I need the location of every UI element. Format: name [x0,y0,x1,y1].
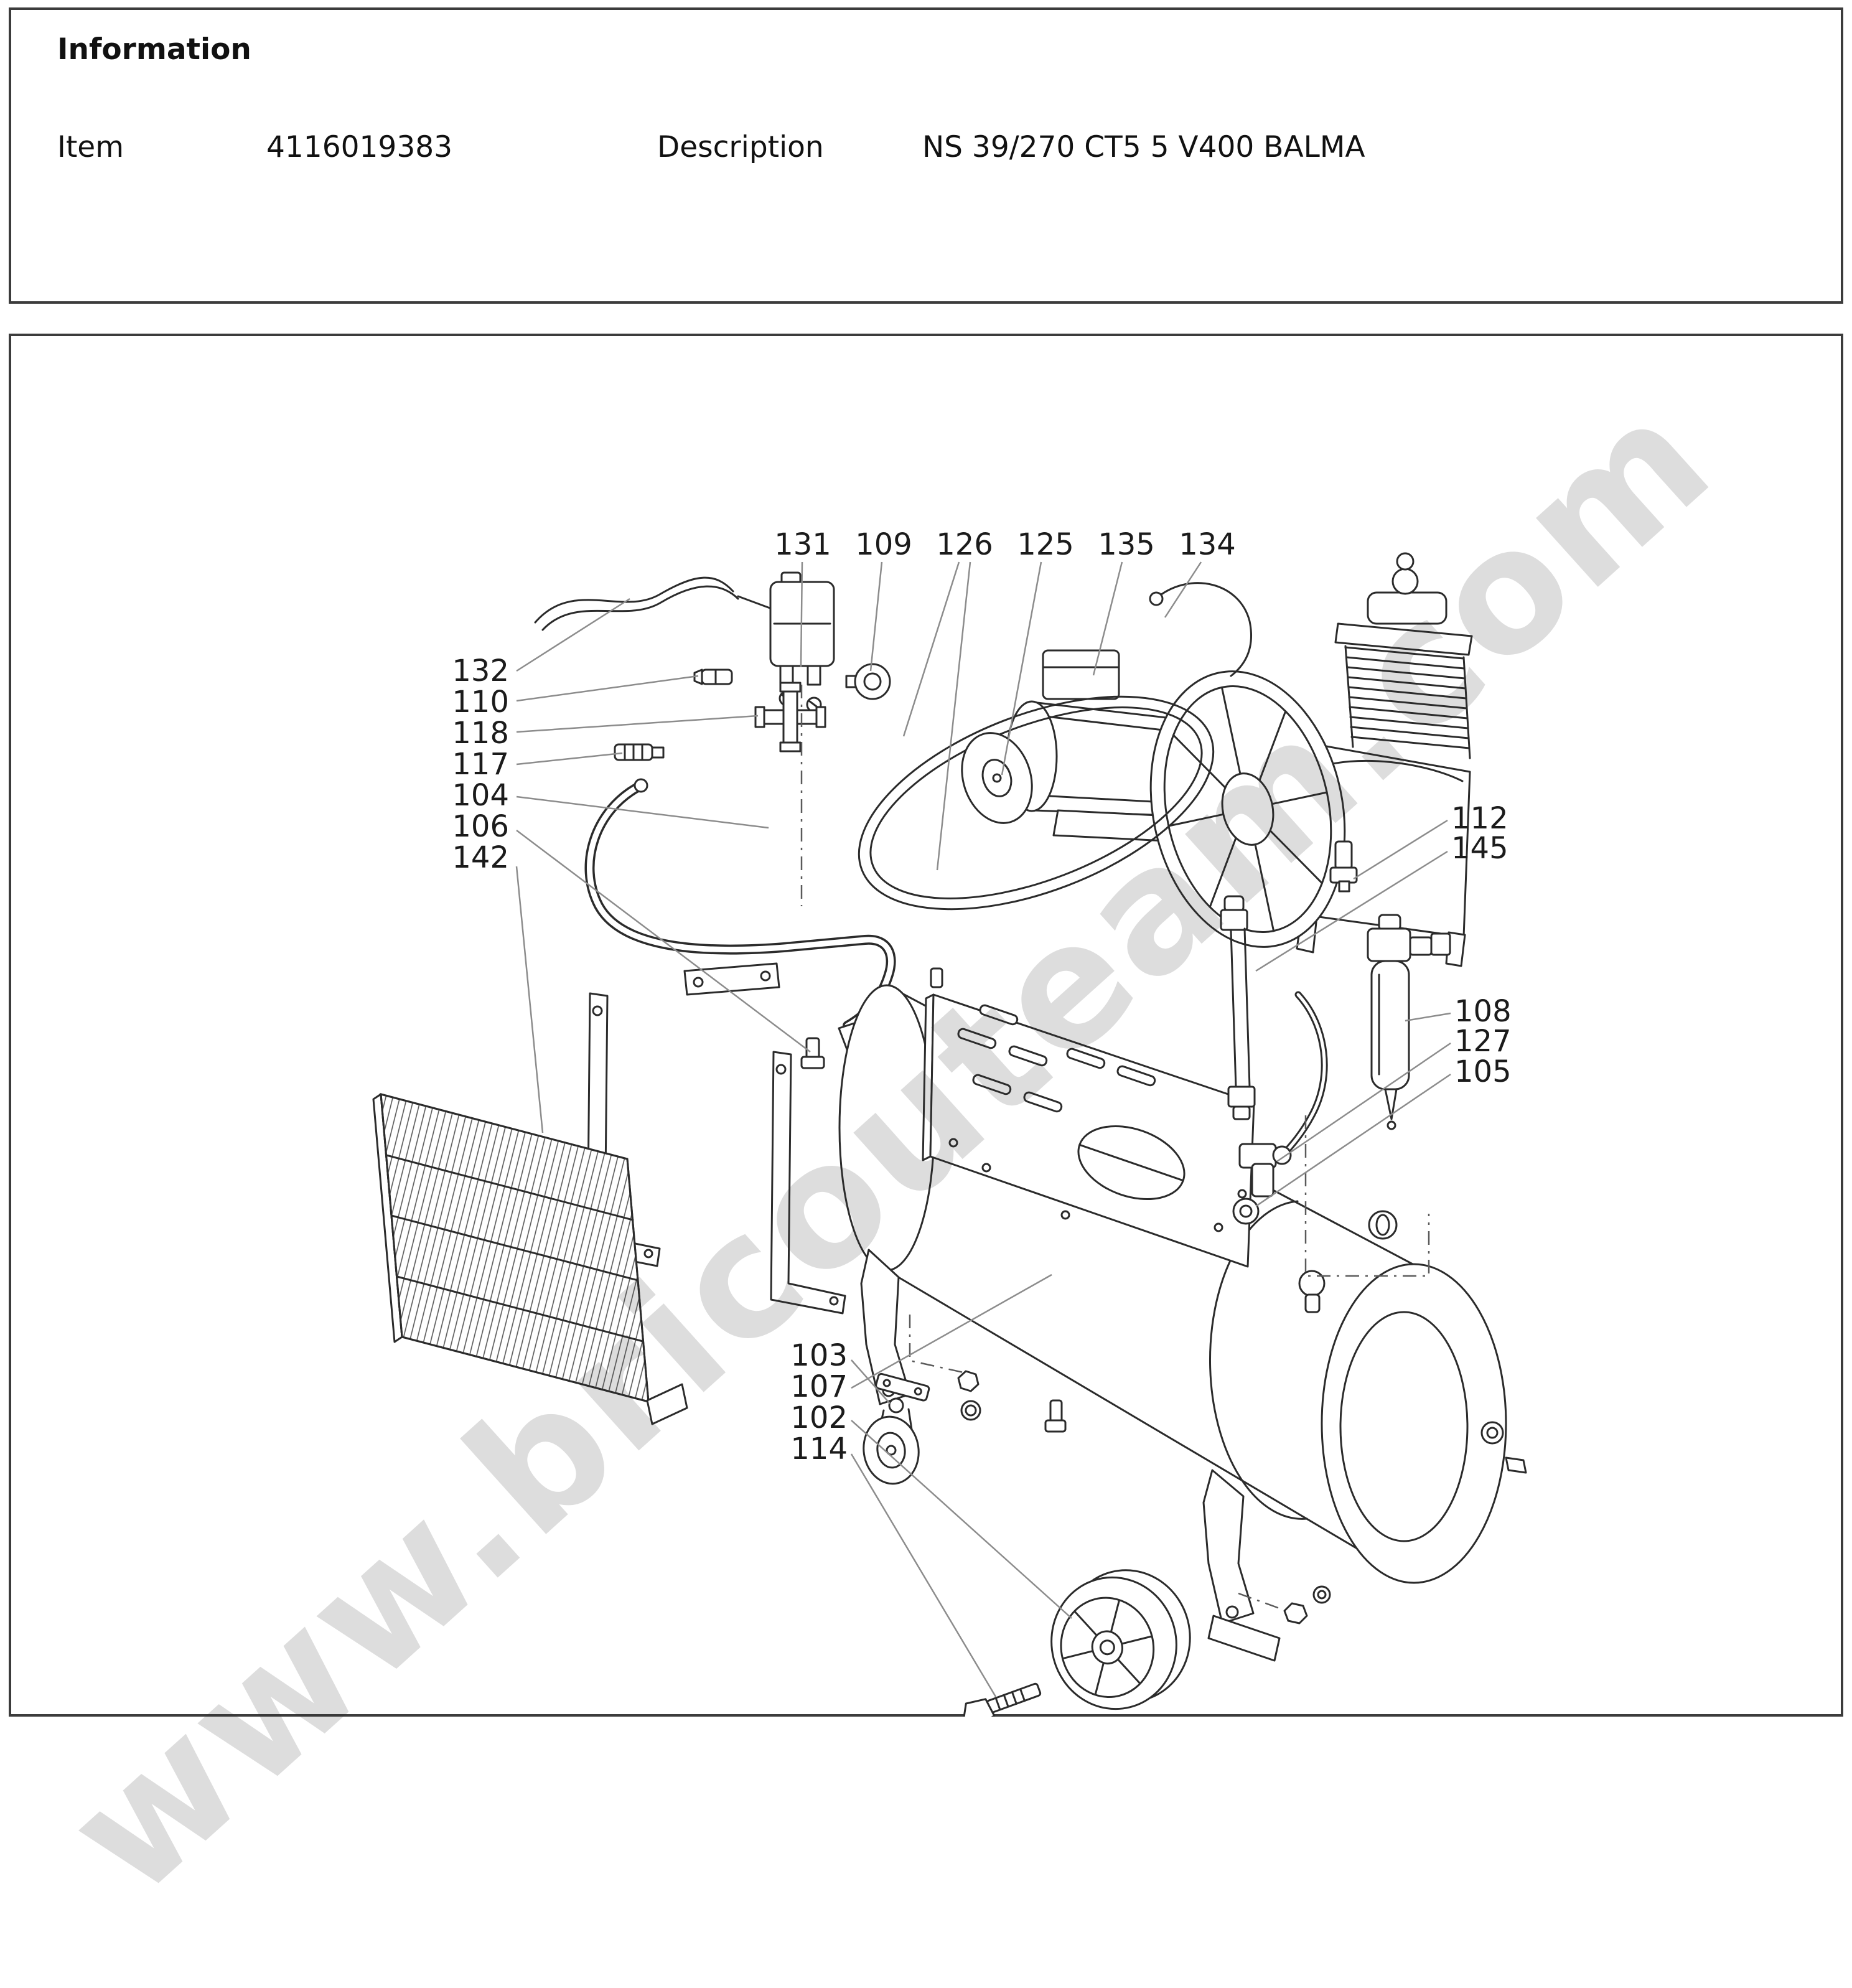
filter-panel-142-drawing [372,1093,688,1425]
description-value: NS 39/270 CT5 5 V400 BALMA [922,130,1365,164]
part-number-134: 134 [1179,527,1236,562]
pump-unit-drawing [1149,552,1473,967]
leader-line-110 [516,675,699,702]
part-number-106: 106 [452,809,509,844]
bracket-b-drawing [770,1051,846,1315]
item-value: 4116019383 [266,130,453,164]
leader-line-107 [851,1273,1052,1389]
fitting-112-drawing [1329,840,1358,893]
information-panel: Information Item 4116019383 Description … [9,7,1843,304]
item-row: Item 4116019383 Description NS 39/270 CT… [11,130,1841,167]
part-number-103: 103 [790,1338,848,1373]
elbow-127-drawing [1232,1143,1292,1225]
part-number-105: 105 [1454,1054,1512,1089]
leader-line-127 [1276,1042,1451,1163]
leader-line-108 [1405,1012,1451,1022]
leader-line-142 [515,866,544,1133]
part-number-127: 127 [1454,1024,1512,1059]
leader-line-135 [1092,561,1123,676]
cross-fitting-118-drawing [754,682,826,753]
nut-107-drawing [957,1370,1067,1433]
pipe-105-drawing [1276,991,1328,1163]
description-label: Description [657,130,824,164]
leader-line-126 [936,561,971,871]
part-number-109: 109 [855,527,912,562]
valve-110-drawing [693,668,733,685]
part-number-112: 112 [1451,801,1508,836]
leader-line-109 [869,561,883,672]
part-number-104: 104 [452,778,509,813]
leader-line-118 [516,715,759,733]
knob-109-drawing [845,663,891,700]
part-number-132: 132 [452,654,509,688]
part-number-107: 107 [790,1369,848,1404]
leader-line-102 [851,1420,1072,1619]
part-number-117: 117 [452,747,509,782]
cable-132-drawing [534,576,773,631]
nipple-117-drawing [614,743,665,761]
part-number-102: 102 [790,1400,848,1435]
wheel-102-drawing [1050,1569,1191,1710]
leader-line-112 [1353,819,1448,880]
part-number-142: 142 [452,840,509,875]
leader-line-117 [516,752,623,766]
leader-line-125 [1001,561,1042,776]
leader-line-106 [516,830,811,1053]
rear-strap-drawing [1202,1469,1281,1662]
leader-line-114 [850,1453,997,1697]
part-number-145: 145 [1451,831,1508,866]
caster-103-drawing [863,1372,930,1485]
pulley-125-drawing [961,732,1033,824]
construction-lines [800,685,1430,1610]
item-label: Item [57,130,124,164]
part-number-110: 110 [452,685,509,720]
leader-line-103 [851,1359,891,1404]
belt-126-drawing [858,695,1215,911]
part-number-126: 126 [936,527,993,562]
screw-106-drawing [800,1037,825,1069]
part-number-125: 125 [1017,527,1074,562]
bolt-114-drawing [963,1682,1042,1717]
part-number-114: 114 [790,1432,848,1466]
hose-145-drawing [1220,895,1256,1120]
leader-line-145 [1255,850,1448,972]
leader-line-131 [800,561,803,668]
leader-line-132 [516,598,630,672]
leader-line-126 [902,561,960,737]
part-number-118: 118 [452,716,509,751]
part-number-131: 131 [774,527,831,562]
filter-regulator-108-drawing [1367,914,1451,1130]
platform-drawing [922,967,1255,1268]
leader-line-134 [1164,561,1202,618]
cable-134-drawing [1149,582,1252,677]
leader-line-104 [516,795,769,829]
information-title: Information [57,32,251,67]
part-number-108: 108 [1454,994,1512,1029]
leader-line-105 [1255,1073,1451,1207]
tank-plugs-drawing [1298,1210,1398,1313]
part-number-135: 135 [1098,527,1155,562]
rear-nuts-drawing [1283,1585,1331,1625]
